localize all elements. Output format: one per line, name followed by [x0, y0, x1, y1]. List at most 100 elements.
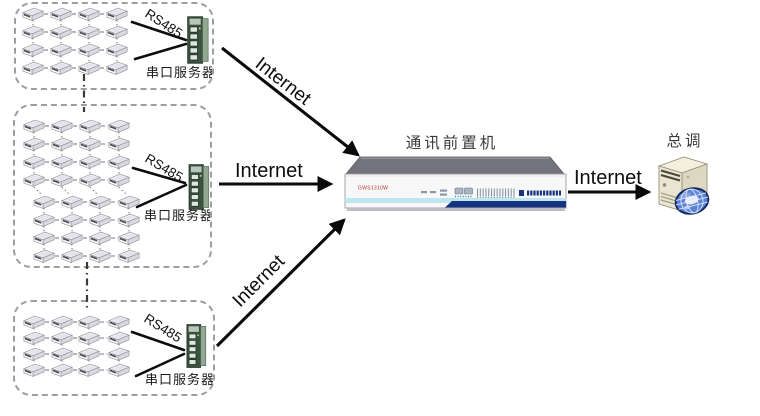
meter-icon — [50, 61, 72, 75]
meter-icon — [78, 25, 100, 39]
internet-label-right: Internet — [574, 167, 642, 189]
meter-icon — [51, 363, 73, 377]
serial-server-label: 串口服务器 — [146, 65, 212, 80]
serial-server-icon — [188, 164, 210, 210]
rs485-bus-line-upper — [130, 20, 188, 42]
meter-icon — [78, 7, 100, 21]
meter-icon — [51, 315, 73, 329]
internet-label-top: Internet — [251, 53, 315, 110]
globe-icon — [674, 187, 710, 215]
device-top-face — [345, 156, 565, 175]
meter-icon — [118, 249, 140, 263]
meter-icon — [108, 155, 130, 169]
meter-icon — [23, 363, 45, 377]
device-front-panel — [344, 173, 567, 209]
meter-icon — [79, 137, 101, 151]
meter-icon — [23, 315, 45, 329]
panel-stripe-dark — [445, 201, 566, 208]
meter-icon — [50, 25, 72, 39]
meter-icon — [78, 363, 100, 377]
rs485-label: RS485 — [142, 151, 185, 185]
meter-icon — [79, 155, 101, 169]
meter-icon — [33, 231, 55, 245]
meter-icon — [51, 173, 73, 187]
meter-grid — [23, 119, 140, 263]
meter-icon — [89, 249, 111, 263]
meter-icon — [108, 363, 130, 377]
meter-icon — [33, 195, 55, 209]
meter-icon — [89, 213, 111, 227]
meter-icon — [118, 231, 140, 245]
frontend-device-label: 通讯前置机 — [405, 135, 499, 152]
master-server-icon — [657, 156, 710, 215]
meter-icon — [78, 61, 100, 75]
front-panel-ports — [421, 187, 515, 199]
meter-cluster-1: RS485 串口服务器 — [14, 2, 214, 90]
meter-icon — [79, 119, 101, 133]
meter-icon — [61, 249, 83, 263]
meter-cluster-3: RS485 串口服务器 — [13, 300, 215, 396]
meter-icon — [78, 315, 100, 329]
meter-icon — [23, 173, 45, 187]
meter-icon — [51, 155, 73, 169]
meter-icon — [118, 213, 140, 227]
internet-arrow-bottom — [215, 218, 346, 348]
tower-side-face — [681, 163, 708, 212]
meter-icon — [51, 331, 73, 345]
meter-icon — [22, 43, 44, 57]
meter-icon — [22, 25, 44, 39]
meter-icon — [51, 119, 73, 133]
meter-icon — [79, 173, 101, 187]
meter-icon — [22, 7, 44, 21]
rs485-label: RS485 — [141, 311, 184, 346]
meter-icon — [108, 137, 130, 151]
meter-icon — [50, 43, 72, 57]
meter-icon — [108, 173, 130, 187]
meter-icon — [89, 195, 111, 209]
internet-label-bottom: Internet — [229, 251, 290, 312]
meter-cluster-2: RS485 串口服务器 — [13, 104, 212, 268]
internet-label-middle: Internet — [235, 160, 303, 182]
meter-icon — [106, 61, 128, 75]
master-station-label: 总调 — [666, 133, 704, 150]
meter-icon — [108, 119, 130, 133]
meter-icon — [78, 347, 100, 361]
meter-icon — [23, 347, 45, 361]
meter-icon — [106, 25, 128, 39]
meter-icon — [22, 61, 44, 75]
serial-server-label: 串口服务器 — [144, 208, 210, 223]
internet-arrow-top — [221, 46, 360, 157]
meter-icon — [33, 249, 55, 263]
meter-icon — [108, 331, 130, 345]
meter-grid — [23, 315, 130, 377]
meter-icon — [23, 331, 45, 345]
rs485-bus-line-upper — [130, 330, 186, 352]
meter-icon — [61, 195, 83, 209]
frontend-device-image: GWS1310W — [344, 156, 567, 211]
meter-grid — [22, 7, 128, 75]
meter-icon — [51, 137, 73, 151]
meter-icon — [61, 213, 83, 227]
meter-icon — [23, 137, 45, 151]
meter-icon — [23, 155, 45, 169]
meter-icon — [23, 119, 45, 133]
meter-icon — [51, 347, 73, 361]
panel-stripe-light — [345, 198, 566, 203]
tower-top-face — [657, 156, 709, 174]
serial-server-icon — [187, 16, 209, 64]
device-base — [347, 208, 565, 211]
rs485-bus-line-upper — [131, 166, 187, 185]
meter-icon — [106, 43, 128, 57]
meter-icon — [61, 231, 83, 245]
meter-icon — [33, 213, 55, 227]
meter-icon — [78, 331, 100, 345]
rs485-label: RS485 — [142, 6, 185, 41]
meter-icon — [50, 7, 72, 21]
meter-icon — [108, 315, 130, 329]
rs485-bus-line-lower — [133, 42, 188, 61]
meter-icon — [106, 7, 128, 21]
brand-logo — [519, 190, 561, 196]
device-model-label: GWS1310W — [358, 186, 388, 192]
serial-server-label: 串口服务器 — [145, 372, 213, 387]
